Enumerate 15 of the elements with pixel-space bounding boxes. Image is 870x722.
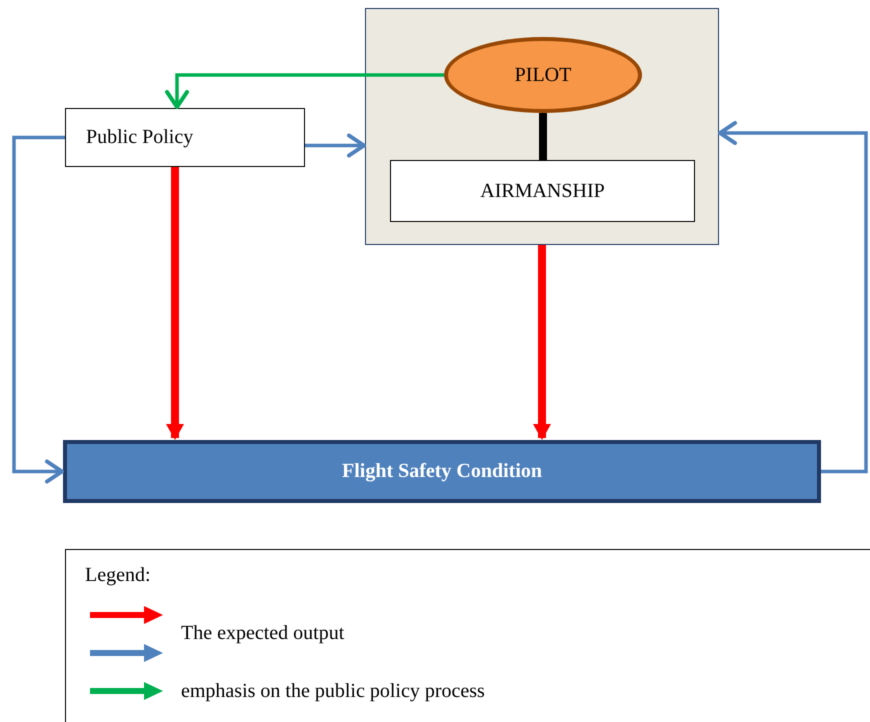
process-box: Public Policy (65, 108, 305, 167)
connector-line (539, 113, 547, 160)
arrow (533, 245, 551, 440)
group-box (365, 8, 719, 245)
condition-bar: Flight Safety Condition (63, 440, 821, 503)
arrow (305, 134, 366, 158)
process-box: AIRMANSHIP (390, 160, 695, 222)
arrow (12, 136, 65, 484)
legend-text: emphasis on the public policy process (181, 680, 485, 703)
arrow (718, 121, 868, 474)
arrow (165, 73, 444, 109)
arrow (166, 167, 184, 440)
legend-text: The expected output (181, 622, 344, 645)
ellipse-node: PILOT (444, 37, 642, 113)
legend-heading: Legend: (85, 564, 151, 587)
